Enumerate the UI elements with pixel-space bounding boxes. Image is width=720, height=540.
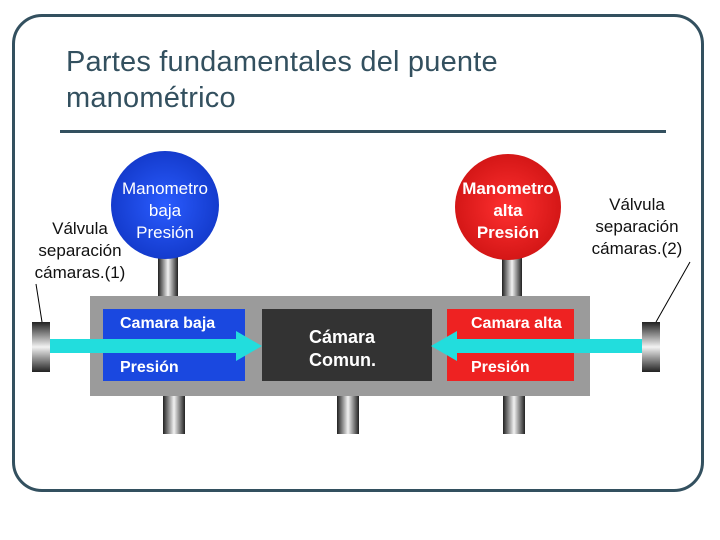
title-underline [60,130,666,133]
chamber-common [262,309,432,381]
title-line-1: Partes fundamentales del puente [66,46,498,78]
arrow-right-shaft [455,339,642,353]
arrow-left-head [236,331,262,361]
chamber-common-label-1: Cámara [309,327,376,347]
low-pressure-gauge [111,151,219,259]
leader-line-left [35,283,43,323]
high-gauge-stem [502,252,522,298]
gauge-high-label-3: Presión [477,223,539,242]
side-valve-left [32,322,50,372]
arrow-left-shaft [50,339,238,353]
bottom-valve-center [337,394,359,434]
chamber-low-title: Camara baja [120,315,215,332]
low-gauge-stem [158,252,178,298]
chamber-high-title: Camara alta [471,315,562,332]
gauge-low-label-3: Presión [136,223,194,242]
slide-frame [12,14,704,492]
valve-right-label-3: cámaras.(2) [592,239,683,258]
bottom-valve-right [503,394,525,434]
valve-left-label-1: Válvula [52,219,108,238]
valve-right-label-1: Válvula [609,195,665,214]
chamber-low-subtitle: Presión [120,359,179,376]
title-line-2: manométrico [66,82,236,114]
bottom-valve-left [163,394,185,434]
gauge-high-label-1: Manometro [462,179,554,198]
leader-line-right [655,261,691,323]
side-valve-right [642,322,660,372]
chamber-common-label-2: Comun. [309,350,376,370]
arrow-right-head [431,331,457,361]
valve-left-label-3: cámaras.(1) [35,263,126,282]
gauge-high-label-2: alta [493,201,523,220]
gauge-low-label-2: baja [149,201,182,220]
valve-left-label-2: separación [38,241,121,260]
high-pressure-gauge [455,154,561,260]
chamber-high-subtitle: Presión [471,359,530,376]
slide-title: Partes fundamentales del puente manométr… [66,44,498,116]
valve-right-label-2: separación [595,217,678,236]
gauge-low-label-1: Manometro [122,179,208,198]
